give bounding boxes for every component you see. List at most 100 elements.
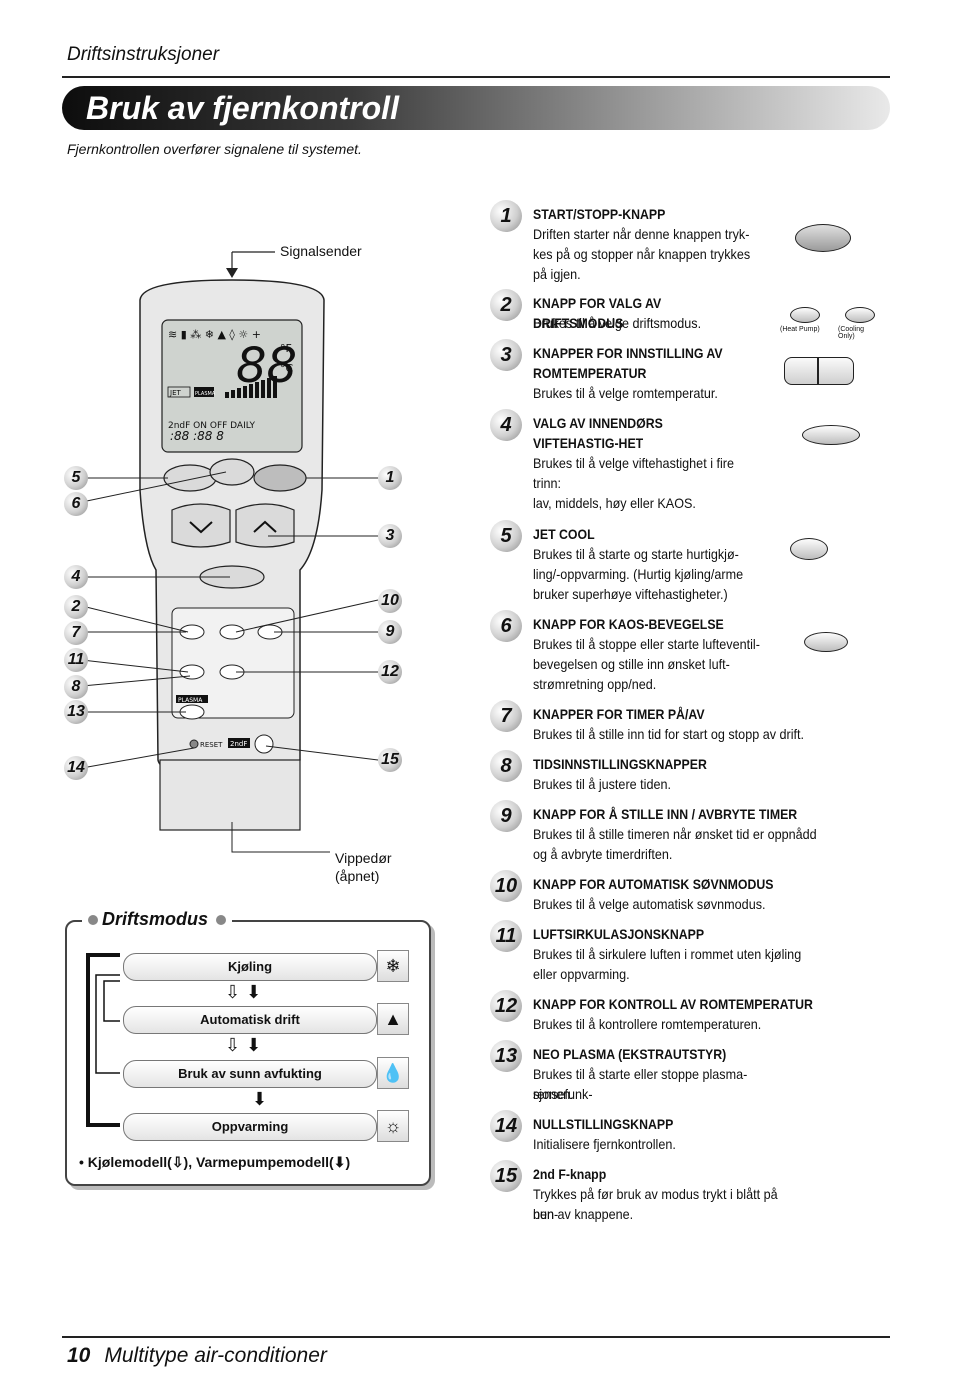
item-number: 8 <box>490 750 522 782</box>
operating-mode-title: Driftsmodus <box>82 909 233 930</box>
item-heading: NULLSTILLINGSKNAPP <box>533 1116 674 1132</box>
remote-callout: 5 <box>64 466 88 490</box>
svg-text:JET: JET <box>169 389 181 397</box>
mode-step-arrow: ⬇ <box>252 1089 274 1109</box>
item-desc: trinn: <box>533 475 562 491</box>
cooling-only-tag: (Cooling Only) <box>838 326 865 340</box>
item-number: 3 <box>490 339 522 371</box>
footer-text: Multitype air-conditioner <box>104 1344 327 1367</box>
remote-callout: 11 <box>64 648 88 672</box>
item-heading: JET COOL <box>533 526 595 542</box>
temperature-buttons-illustration <box>784 357 854 385</box>
remote-callout: 9 <box>378 620 402 644</box>
item-heading: KNAPP FOR KONTROLL AV ROMTEMPERATUR <box>533 996 813 1012</box>
item-desc: Brukes til å velge romtemperatur. <box>533 385 718 401</box>
operating-mode-title-text: Driftsmodus <box>102 909 209 929</box>
svg-text:PLASMA: PLASMA <box>178 697 203 704</box>
item-desc: Brukes til å velge driftsmodus. <box>533 315 702 331</box>
snowflake-icon: ❄ <box>377 950 409 982</box>
item-desc: Driften starter når denne knappen tryk- <box>533 226 750 242</box>
item-number: 11 <box>490 920 522 952</box>
item-desc: eller oppvarming. <box>533 966 630 982</box>
footer: 10 Multitype air-conditioner <box>67 1344 327 1368</box>
remote-callout: 2 <box>64 595 88 619</box>
sun-icon: ☼ <box>377 1110 409 1142</box>
hollow-arrow-icon: ⇩ <box>171 1154 184 1170</box>
item-desc: ling/-oppvarming. (Hurtig kjøling/arme <box>533 566 744 582</box>
item-heading: KNAPP FOR Å STILLE INN / AVBRYTE TIMER <box>533 806 798 822</box>
item-desc: Brukes til å starte og starte hurtigkjø- <box>533 546 739 562</box>
item-heading: TIDSINNSTILLINGSKNAPPER <box>533 756 707 772</box>
item-heading: KNAPPER FOR INNSTILLING AV ROMTEMPERATUR <box>533 345 723 381</box>
remote-callout: 12 <box>378 660 402 684</box>
item-desc: og å avbryte timerdriften. <box>533 846 673 862</box>
top-rule <box>62 76 890 78</box>
auto-mode-icon: ▲ <box>377 1003 409 1035</box>
mode-note-suffix: ) <box>345 1154 351 1170</box>
remote-body-svg: 88 °F °C ≋ ▮ ⁂ ❄ ▲ ◊ ☼ + JET PLASMA 2ndF… <box>81 251 379 853</box>
item-desc: strømretning opp/ned. <box>533 676 657 692</box>
item-number: 2 <box>490 289 522 321</box>
mode-step-arrows: ⇩⬇ <box>225 982 268 1002</box>
page-number: 10 <box>67 1344 91 1367</box>
item-heading: NEO PLASMA (EKSTRAUTSTYR) <box>533 1046 727 1062</box>
item-heading: VALG AV INNENDØRS VIFTEHASTIG-HET <box>533 415 663 451</box>
svg-text:2ndF ON OFF DAILY: 2ndF ON OFF DAILY <box>168 421 256 431</box>
start-stop-button-illustration <box>795 224 851 252</box>
remote-callout: 15 <box>378 748 402 772</box>
mode-step-arrows: ⇩⬇ <box>225 1035 268 1055</box>
display-digits: 88 <box>236 338 297 394</box>
item-number: 15 <box>490 1160 522 1192</box>
remote-callout: 1 <box>378 466 402 490</box>
remote-callout: 8 <box>64 675 88 699</box>
item-number: 12 <box>490 990 522 1022</box>
svg-text:≋ ▮ ⁂ ❄ ▲ ◊ ☼ +: ≋ ▮ ⁂ ❄ ▲ ◊ ☼ + <box>168 328 261 341</box>
fan-speed-button-illustration <box>802 425 860 445</box>
item-desc: Brukes til å kontrollere romtemperaturen… <box>533 1016 762 1032</box>
svg-text:°F: °F <box>280 342 292 355</box>
remote-callout: 14 <box>64 756 88 780</box>
item-desc: Brukes til å stoppe eller starte lufteve… <box>533 636 760 652</box>
item-heading: KNAPP FOR VALG AV DRIFTSMODUS <box>533 295 662 331</box>
intro-text: Fjernkontrollen overfører signalene til … <box>67 141 362 157</box>
remote-callout: 3 <box>378 524 402 548</box>
item-number: 7 <box>490 700 522 732</box>
mode-pill-dehumidify: Bruk av sunn avfukting <box>123 1060 377 1088</box>
mode-button-illustration <box>845 307 875 323</box>
item-desc: Initialisere fjernkontrollen. <box>533 1136 676 1152</box>
item-number: 9 <box>490 800 522 832</box>
mode-cycle-arrows <box>86 953 120 1127</box>
item-heading: KNAPP FOR KAOS-BEVEGELSE <box>533 616 724 632</box>
remote-callout: 10 <box>378 589 402 613</box>
item-number: 10 <box>490 870 522 902</box>
jet-cool-button-illustration <box>790 538 828 560</box>
item-heading: KNAPP FOR AUTOMATISK SØVNMODUS <box>533 876 774 892</box>
item-number: 5 <box>490 520 522 552</box>
svg-text:PLASMA: PLASMA <box>195 391 216 397</box>
item-desc: Brukes til å starte eller stoppe plasma-… <box>533 1066 748 1102</box>
mode-button-illustration <box>790 307 820 323</box>
mode-note-prefix: • Kjølemodell( <box>79 1154 172 1170</box>
bottom-rule <box>62 1336 890 1338</box>
item-number: 4 <box>490 409 522 441</box>
chaos-swing-button-illustration <box>804 632 848 652</box>
item-desc: bevegelsen og stille inn ønsket luft- <box>533 656 730 672</box>
remote-callout: 13 <box>64 700 88 724</box>
mode-note: • Kjølemodell(⇩), Varmepumpemodell(⬇) <box>79 1154 350 1171</box>
svg-text:RESET: RESET <box>200 741 223 749</box>
item-heading: 2nd F-knapp <box>533 1166 607 1182</box>
door-label-1: Vippedør <box>335 850 392 866</box>
mode-note-mid: ), Varmepumpemodell( <box>183 1154 334 1170</box>
svg-text:°C: °C <box>280 362 294 375</box>
item-heading: KNAPPER FOR TIMER PÅ/AV <box>533 706 705 722</box>
item-desc: Brukes til å velge automatisk søvnmodus. <box>533 896 766 912</box>
page-title: Bruk av fjernkontroll <box>86 90 399 126</box>
item-desc: Trykkes på før bruk av modus trykt i blå… <box>533 1186 778 1222</box>
droplet-icon: 💧 <box>377 1057 409 1089</box>
item-desc: Brukes til å stille inn tid for start og… <box>533 726 805 742</box>
item-desc: Brukes til å justere tiden. <box>533 776 671 792</box>
door-label-2: (åpnet) <box>335 868 380 884</box>
svg-text::88 :88 8: :88 :88 8 <box>170 429 224 443</box>
item-desc: nen av knappene. <box>533 1206 634 1222</box>
item-desc: lav, middels, høy eller KAOS. <box>533 495 696 511</box>
